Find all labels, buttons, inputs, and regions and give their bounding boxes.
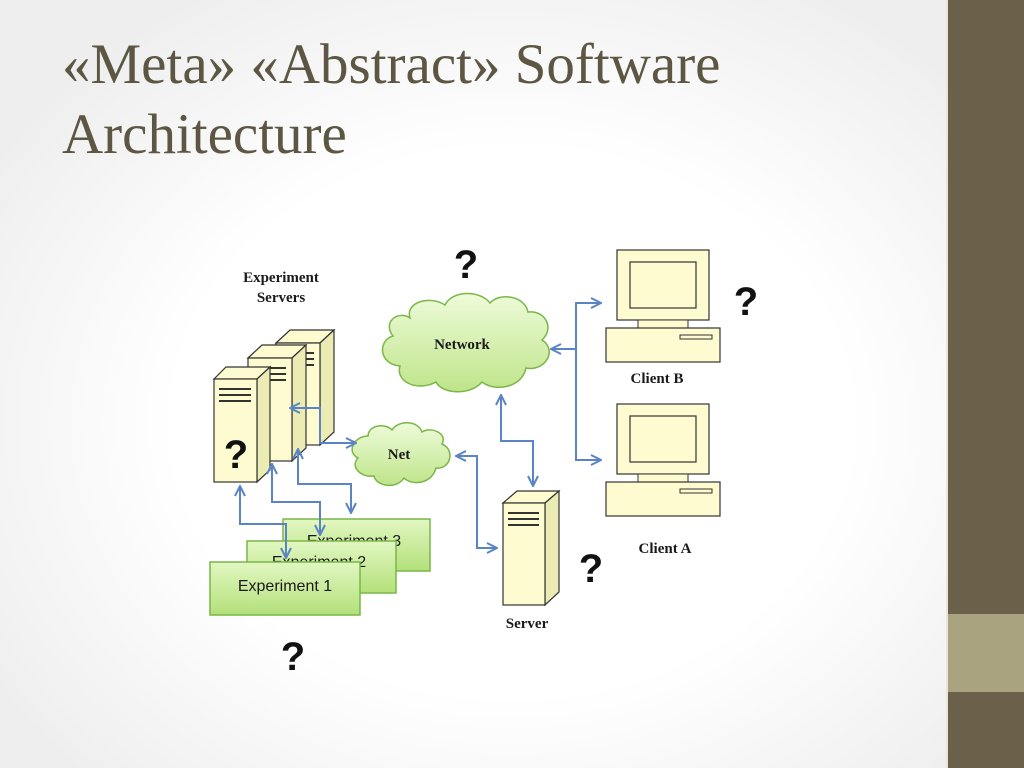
net-label: Net	[388, 447, 411, 463]
client-b-computer	[605, 249, 721, 363]
connectors	[240, 303, 601, 558]
title-line-2: Architecture	[62, 103, 347, 166]
question-mark-client-b: ?	[734, 280, 758, 324]
network-cloud: Network	[381, 292, 550, 393]
experiment-1-label: Experiment 1	[238, 578, 332, 595]
question-mark-experiment-servers: ?	[224, 433, 248, 477]
arrow-servers-experiment-3	[298, 449, 351, 513]
sidebar-accent	[948, 614, 1024, 692]
arrow-to-client-b	[575, 303, 601, 349]
client-b-label: Client B	[631, 371, 684, 387]
arrow-servers-experiment-1	[240, 486, 286, 558]
server-label: Server	[506, 616, 549, 632]
question-mark-network: ?	[454, 243, 478, 287]
arrow-network-server	[501, 395, 533, 486]
arrow-to-client-a	[575, 349, 601, 460]
slide-title: «Meta» «Abstract» Software Architecture	[62, 30, 922, 170]
question-mark-experiments: ?	[281, 635, 305, 679]
question-mark-server: ?	[579, 547, 603, 591]
central-server	[501, 489, 561, 607]
sidebar-edge	[946, 0, 948, 768]
client-a-label: Client A	[639, 541, 692, 557]
experiment-servers-label-2: Servers	[257, 290, 305, 306]
arrow-net-server	[456, 456, 497, 548]
arrow-servers-net	[290, 408, 356, 443]
net-cloud: Net	[351, 422, 451, 487]
experiment-1-box: Experiment 1	[209, 561, 361, 616]
arrow-servers-experiment-2	[272, 464, 320, 535]
experiment-servers-label-1: Experiment	[243, 270, 319, 286]
architecture-diagram: Experiment Servers Experiment 3 Experime…	[209, 243, 758, 679]
title-line-1: «Meta» «Abstract» Software	[62, 33, 721, 96]
network-label: Network	[434, 337, 490, 353]
client-a-computer	[605, 403, 721, 517]
server-tower-front	[212, 365, 272, 484]
